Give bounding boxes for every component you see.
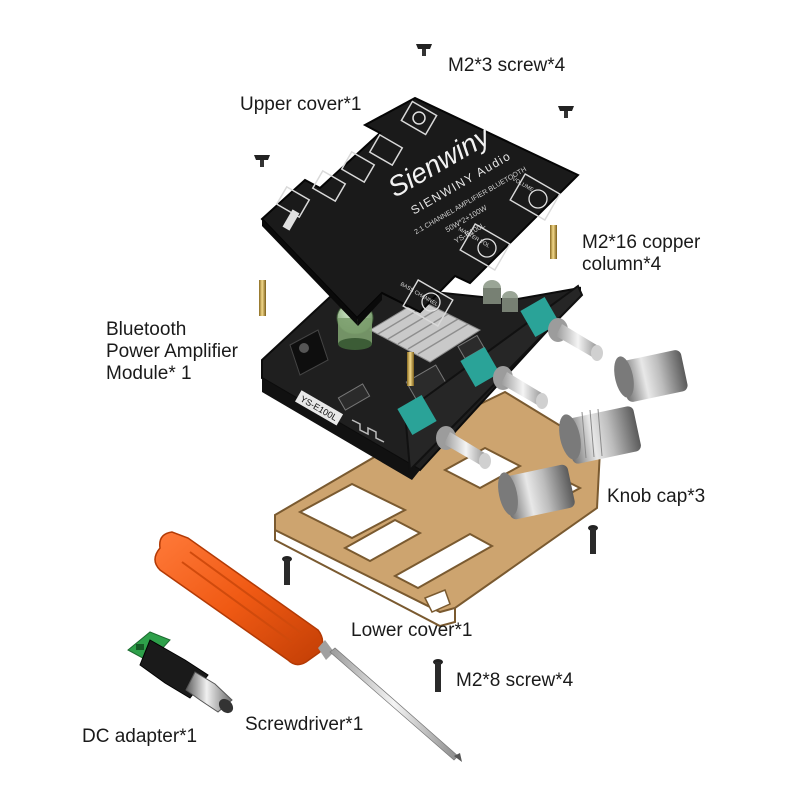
screwdriver-label: Screwdriver*1	[245, 714, 364, 735]
copper-column-icon	[259, 280, 266, 316]
knob-cap-label: Knob cap*3	[607, 486, 706, 507]
knob-cap-icon	[498, 464, 575, 520]
upper-cover-panel: Sienwiny SIENWINY Audio 2.1 CHANNEL AMPL…	[260, 96, 580, 327]
m2x3-screw-icon	[254, 155, 270, 167]
m2x8-screw-icon	[588, 525, 598, 554]
screwdriver-icon	[154, 531, 462, 762]
lower-cover-label: Lower cover*1	[351, 620, 473, 641]
m2x8-screw-label: M2*8 screw*4	[456, 670, 574, 691]
bluetooth-amplifier-module: YS-E100L	[261, 280, 603, 480]
m2x3-screw-icon	[416, 44, 432, 56]
m2x3-screw-label: M2*3 screw*4	[448, 55, 566, 76]
knob-cap-icon	[614, 350, 688, 402]
potentiometer-shaft	[436, 426, 491, 469]
module-label: Bluetooth Power Amplifier Module* 1	[106, 319, 238, 384]
potentiometer-shaft	[493, 366, 548, 409]
copper-column-icon	[550, 225, 557, 259]
knob-cap-icon	[559, 406, 641, 464]
m2x8-screw-icon	[282, 556, 292, 585]
m2x3-screw-icon	[558, 106, 574, 118]
dc-adapter-icon	[127, 631, 234, 714]
dc-adapter-label: DC adapter*1	[82, 726, 198, 747]
m2x16-column-label: M2*16 copper column*4	[582, 232, 701, 275]
potentiometer-shaft	[548, 318, 603, 361]
m2x8-screw-icon	[433, 659, 443, 692]
upper-cover-label: Upper cover*1	[240, 94, 362, 115]
